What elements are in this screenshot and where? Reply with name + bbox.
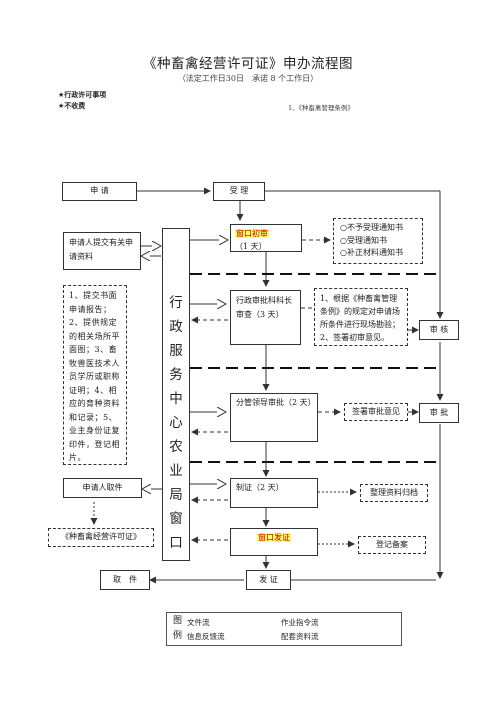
page-subtitle: （法定工作日30日 承诺 8 个工作日） xyxy=(177,74,319,83)
service-window-char: 窗 xyxy=(169,511,183,527)
service-window-char: 服 xyxy=(169,343,183,359)
legend-box: 图 例 文件流 信息反馈流 作业指令流 配套资料流 xyxy=(166,612,402,646)
node-leader-approval: 分管领导审批（2 天） xyxy=(230,393,318,442)
node-archive: 整理资料归档 xyxy=(360,484,428,502)
result-notice-item: ○受理通知书 xyxy=(340,235,387,245)
note-admin-license: ★行政许可事项 xyxy=(58,91,107,99)
node-sign-opinion: 签署审批意见 xyxy=(344,403,408,421)
page-title: 《种畜禽经营许可证》申办流程图 xyxy=(143,56,353,72)
window-review-label: 窗口初审 xyxy=(235,229,269,238)
legend-label-tu: 图 xyxy=(173,616,183,626)
note-no-fee: ★不收费 xyxy=(58,102,86,110)
legend-work-command: 作业指令流 xyxy=(281,618,319,627)
result-notice-item: ○补正材料通知书 xyxy=(340,248,403,257)
service-window-char: 行 xyxy=(169,295,183,311)
window-review-days: （1 天） xyxy=(235,241,267,251)
node-apply: 申 请 xyxy=(62,182,137,201)
service-window-char: 业 xyxy=(169,463,183,479)
node-register: 登记备案 xyxy=(358,536,426,554)
legend-material-flow: 配套资料流 xyxy=(281,632,319,641)
node-certify: 制证（2 天） xyxy=(230,478,318,508)
legend-info-feedback: 信息反馈流 xyxy=(187,632,225,641)
service-window-char: 政 xyxy=(169,319,183,335)
result-notice-item: ○不予受理通知书 xyxy=(340,223,403,232)
node-window-review: 窗口初审 （1 天） xyxy=(230,224,302,252)
node-accept: 受 理 xyxy=(213,182,265,201)
node-approve: 审 批 xyxy=(419,403,459,423)
result-notice-list: ○不予受理通知书 ○受理通知书 ○补正材料通知书 xyxy=(340,222,416,260)
service-window-label: 行政服务中心农业局窗口 xyxy=(163,229,189,555)
node-review-detail: 1、根据《种畜禽管理条例》的规定对申请场所条件进行现场勘验；2、签署初审意见。 xyxy=(314,288,408,346)
issue-window-label: 窗口发证 xyxy=(257,533,291,542)
service-window-char: 口 xyxy=(169,535,183,551)
node-pickup: 取 件 xyxy=(100,570,150,590)
node-issue-window: 窗口发证 xyxy=(230,528,318,556)
service-window-char: 心 xyxy=(169,415,183,431)
node-audit: 审 核 xyxy=(419,320,459,340)
law-reference: 1、《种畜禽管理条例》 xyxy=(288,104,354,112)
node-issue: 发 证 xyxy=(246,570,291,590)
service-window-char: 局 xyxy=(169,487,183,503)
service-window-char: 务 xyxy=(169,367,183,383)
node-result-notices: ○不予受理通知书 ○受理通知书 ○补正材料通知书 xyxy=(333,218,423,264)
node-applicant-pickup: 申请人取件 xyxy=(63,478,142,498)
service-window-char: 中 xyxy=(169,391,183,407)
legend-doc-flow: 文件流 xyxy=(187,618,210,627)
node-license: 《种畜禽经营许可证》 xyxy=(48,528,154,547)
service-window-char: 农 xyxy=(169,439,183,455)
node-required-materials: 1、提交书面申请报告；2、提供规定的相关场所平面图；3、畜牧兽医技术人员学历或职… xyxy=(63,285,127,465)
legend-label-li: 例 xyxy=(173,631,183,641)
node-admin-review: 行政审批科科长审查（3 天） xyxy=(230,290,301,345)
node-submit-materials: 申请人提交有关申请资料 xyxy=(63,232,141,270)
node-service-window: 行政服务中心农业局窗口 xyxy=(162,228,190,561)
